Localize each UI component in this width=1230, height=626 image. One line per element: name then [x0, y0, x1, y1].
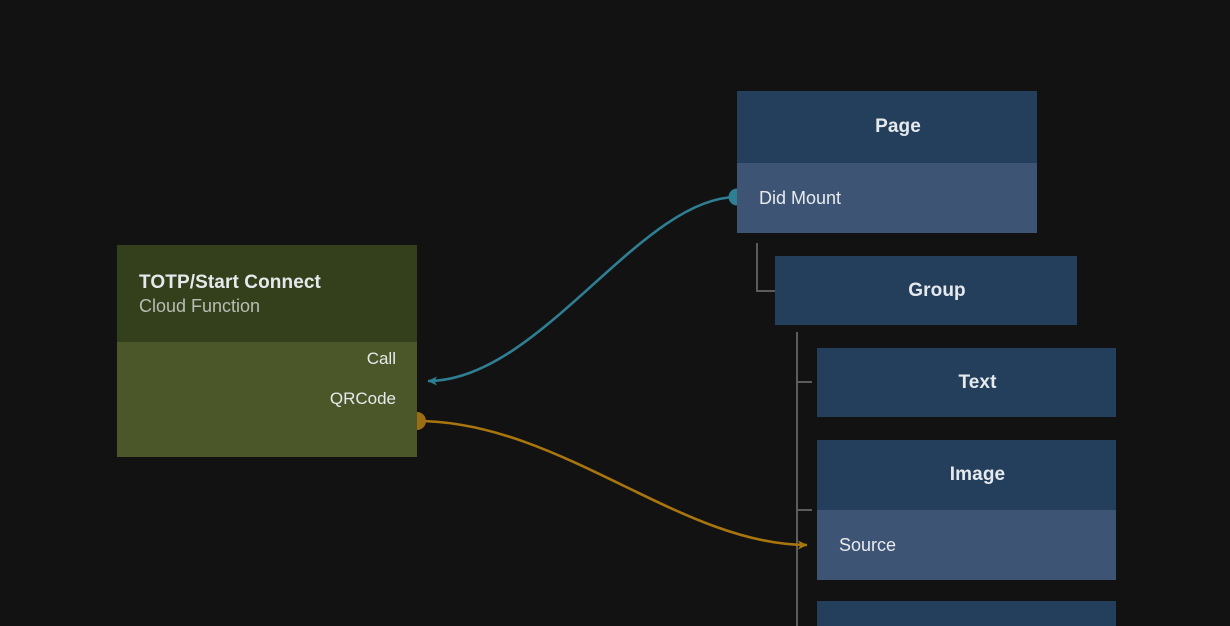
node-title: Group [908, 279, 966, 301]
node-body: Call QRCode [117, 342, 417, 457]
node-header: Image [817, 440, 1116, 510]
node-title: Image [949, 464, 1006, 486]
node-image[interactable]: Image Source [817, 440, 1116, 580]
node-header: Group [775, 256, 1077, 325]
node-title: Page [875, 116, 921, 138]
slot-source[interactable]: Source [817, 510, 1116, 580]
edge-did-mount-to-call[interactable] [427, 188, 746, 386]
node-text[interactable]: Text [817, 348, 1116, 417]
port-qrcode[interactable]: QRCode [330, 382, 396, 415]
node-subtitle: Cloud Function [139, 296, 261, 317]
node-cloud-function[interactable]: TOTP/Start Connect Cloud Function Call Q… [117, 245, 417, 457]
node-header: Page [737, 91, 1037, 163]
node-header [817, 601, 1116, 626]
slot-label: Did Mount [759, 187, 842, 208]
node-header: Text [817, 348, 1116, 417]
node-next-clipped[interactable] [817, 601, 1116, 626]
node-title: TOTP/Start Connect [139, 272, 321, 294]
slot-label: Source [839, 534, 897, 555]
node-page[interactable]: Page Did Mount [737, 91, 1037, 233]
node-group[interactable]: Group [775, 256, 1077, 325]
port-label: Call [366, 349, 396, 368]
slot-did-mount[interactable]: Did Mount [737, 163, 1037, 233]
node-header: TOTP/Start Connect Cloud Function [117, 245, 417, 342]
port-call[interactable]: Call [367, 342, 396, 375]
edge-qrcode-to-source[interactable] [408, 412, 808, 550]
port-label: QRCode [329, 389, 396, 408]
node-title: Text [958, 371, 997, 393]
